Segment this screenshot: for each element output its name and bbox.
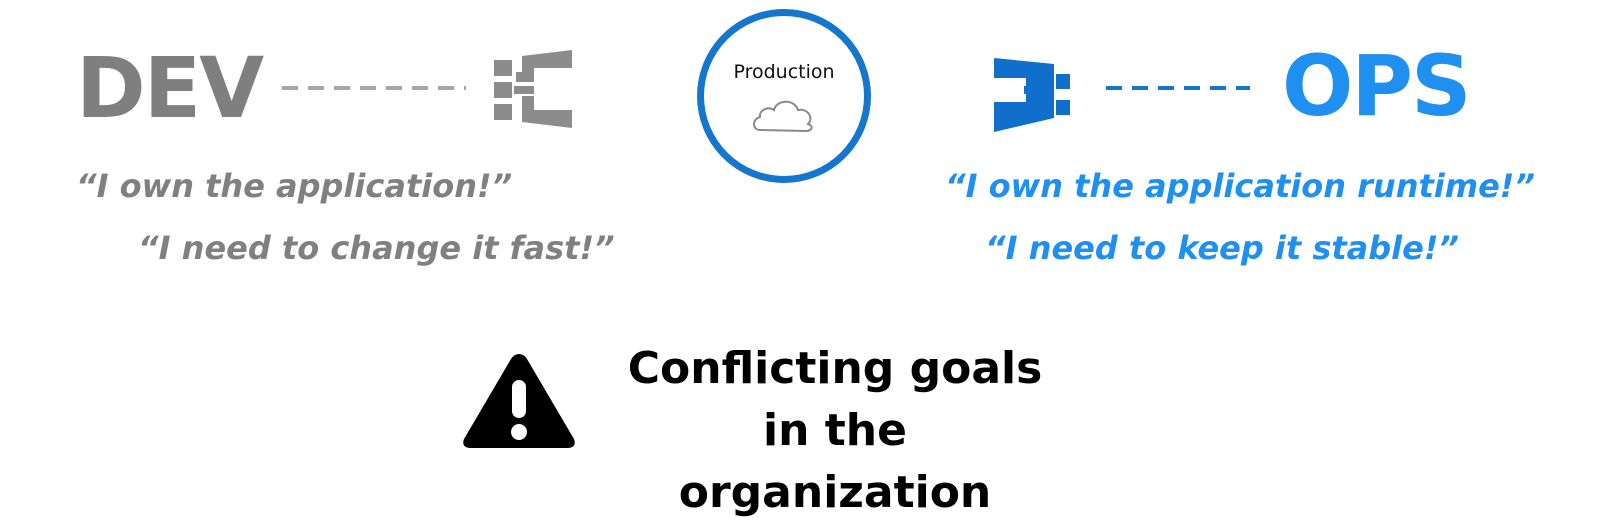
ops-plug-connector-icon xyxy=(994,58,1070,132)
ops-dashed-connector xyxy=(1106,86,1250,90)
ops-quote-stable: “I need to keep it stable!” xyxy=(985,229,1460,267)
production-ring xyxy=(697,9,871,183)
dev-plug-connector-icon xyxy=(494,50,572,128)
cloud-icon xyxy=(753,100,813,133)
dev-dashed-connector xyxy=(282,86,466,90)
dev-quote-change: “I need to change it fast!” xyxy=(138,229,615,267)
dev-label: DEV xyxy=(76,39,264,137)
warning-icon xyxy=(463,354,575,448)
conflict-heading: Conflicting goals in the organization xyxy=(610,338,1060,524)
ops-label: OPS xyxy=(1282,37,1471,135)
conflict-line-1: Conflicting goals xyxy=(627,343,1043,394)
production-label: Production xyxy=(733,61,835,83)
ops-quote-own-runtime: “I own the application runtime!” xyxy=(945,167,1535,205)
dev-quote-own: “I own the application!” xyxy=(76,167,513,205)
conflict-line-2: in the organization xyxy=(678,405,992,518)
